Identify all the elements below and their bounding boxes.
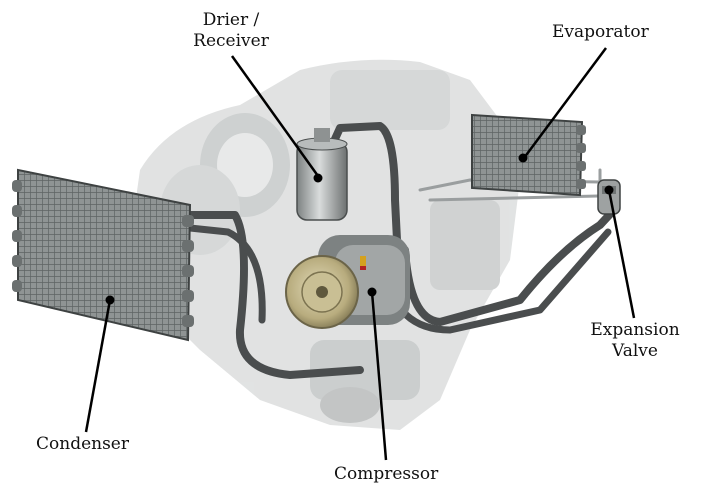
leader-lines	[84, 47, 636, 461]
leader-dots	[105, 153, 614, 305]
expansion-valve-label: Expansion Valve	[588, 320, 682, 362]
leader-compressor	[370, 291, 388, 461]
expansion-valve	[597, 179, 621, 215]
drier-label-line-2: Receiver	[193, 31, 269, 51]
condenser-label: Condenser	[36, 434, 129, 454]
leader-expansion	[607, 189, 636, 319]
expansion-label-line-2: Valve	[612, 341, 658, 361]
drier-receiver-label: Drier / Receiver	[188, 10, 274, 52]
compressor-label: Compressor	[334, 464, 439, 484]
leader-condenser	[84, 299, 112, 433]
evaporator-coil	[471, 113, 586, 197]
leader-evaporator	[522, 47, 608, 159]
drier-label-line-1: Drier /	[202, 10, 260, 30]
leader-drier	[230, 55, 320, 177]
compressor-unit	[285, 235, 410, 329]
drier-canister	[296, 128, 348, 221]
evaporator-label: Evaporator	[552, 22, 649, 42]
refrigerant-hoses	[186, 122, 616, 379]
condenser-coil	[12, 168, 194, 342]
expansion-label-line-1: Expansion	[590, 320, 680, 340]
